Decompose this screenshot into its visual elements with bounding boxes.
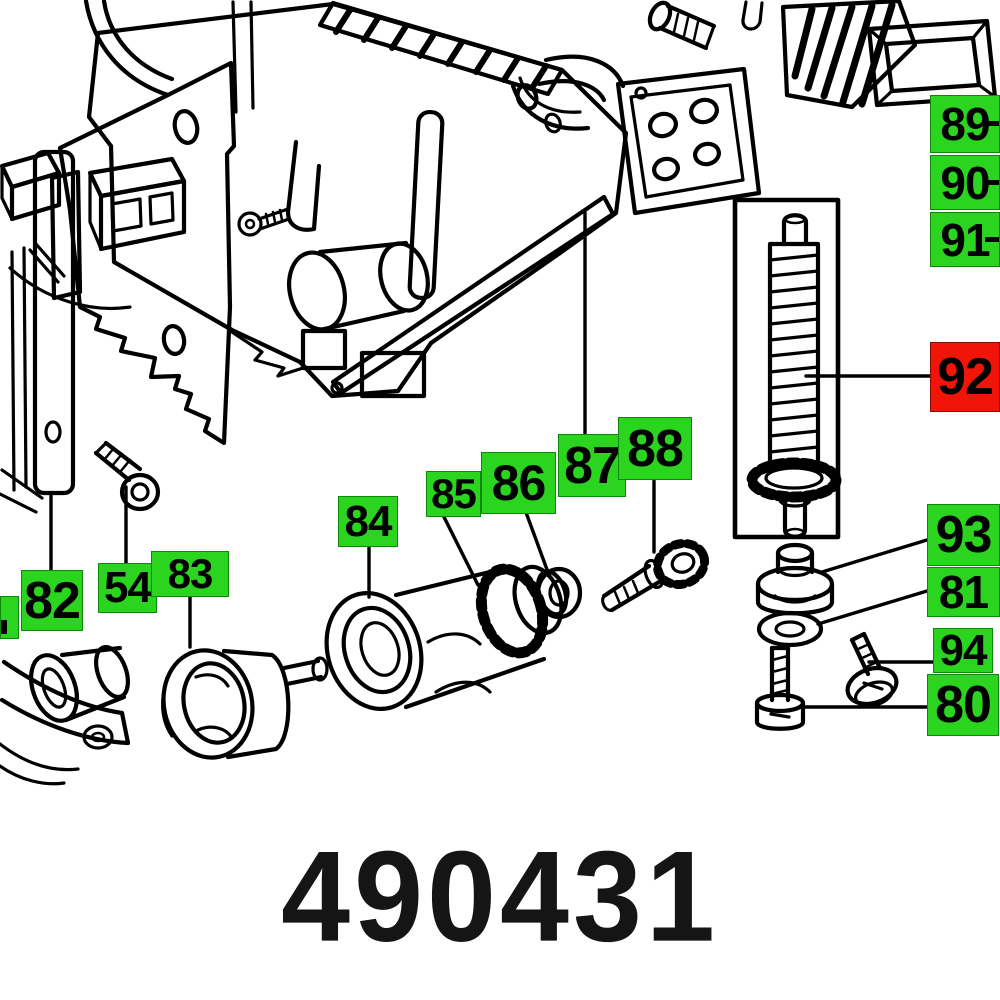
label-text: 93: [935, 506, 993, 564]
leader-dash: [985, 121, 999, 126]
part-label-86[interactable]: 86: [481, 452, 556, 514]
part-label-87[interactable]: 87: [558, 434, 626, 497]
label-text: 91: [940, 213, 990, 266]
label-text: 92: [937, 348, 994, 406]
part-label-83[interactable]: 83: [151, 551, 229, 597]
part-label-93[interactable]: 93: [927, 504, 1000, 566]
part-label-clipped[interactable]: [0, 596, 19, 639]
label-text: 88: [627, 419, 684, 478]
coupling-sleeve-drawing: [324, 563, 569, 711]
part-label-94[interactable]: 94: [933, 628, 993, 673]
highlight-box-92: [732, 197, 841, 540]
part-label-80[interactable]: 80: [927, 674, 999, 736]
part-label-89[interactable]: 89: [930, 95, 1000, 153]
part-label-82[interactable]: 82: [21, 570, 83, 631]
screw-54-drawing: [93, 440, 161, 512]
clip-hook-drawing: [741, 0, 764, 31]
part-number-title: 490431: [281, 825, 719, 969]
part-label-92-highlighted[interactable]: 92: [930, 342, 1000, 412]
label-text: 80: [935, 676, 992, 734]
label-text: 81: [938, 566, 989, 618]
base-plate-drawing: [0, 0, 322, 514]
brush-block-drawing: [0, 150, 187, 311]
leader-dash: [985, 179, 999, 185]
label-text: 54: [104, 563, 152, 612]
holder-bar-drawing: [32, 149, 76, 496]
bushing-drawing: [755, 542, 835, 616]
bevel-gear-shaft-drawing: [601, 538, 710, 613]
label-text: 94: [939, 625, 988, 675]
part-label-85[interactable]: 85: [426, 471, 481, 517]
part-label-81[interactable]: 81: [927, 567, 1000, 617]
part-label-54[interactable]: 54: [98, 563, 157, 613]
leader-lines: [49, 211, 935, 709]
screw-80-drawing: [754, 645, 806, 731]
leader-dash: [985, 236, 999, 242]
label-text: 90: [940, 156, 990, 209]
o-ring-drawing: [535, 566, 583, 620]
label-text: 84: [344, 496, 393, 546]
clamp-barrel-drawing: [161, 648, 329, 760]
screw-94-drawing: [845, 631, 899, 708]
part-label-90[interactable]: 90: [930, 155, 1000, 210]
bolt-drawing: [647, 0, 717, 51]
label-text: 86: [491, 455, 547, 511]
part-label-88[interactable]: 88: [618, 417, 692, 480]
label-text: 85: [431, 470, 477, 517]
washer-drawing: [756, 610, 824, 648]
fork-lever-drawing: [0, 659, 131, 786]
motor-housing-drawing: [86, 0, 762, 399]
label-text: 89: [940, 98, 990, 150]
label-text: 82: [24, 571, 81, 630]
switch-slider-drawing: [780, 0, 998, 110]
label-text: 83: [167, 550, 214, 597]
part-label-84[interactable]: 84: [338, 496, 398, 547]
label-text: 87: [564, 436, 621, 495]
small-screw-drawing: [237, 207, 291, 237]
clipped-digit: [1, 620, 7, 634]
part-label-91[interactable]: 91: [930, 212, 1000, 267]
